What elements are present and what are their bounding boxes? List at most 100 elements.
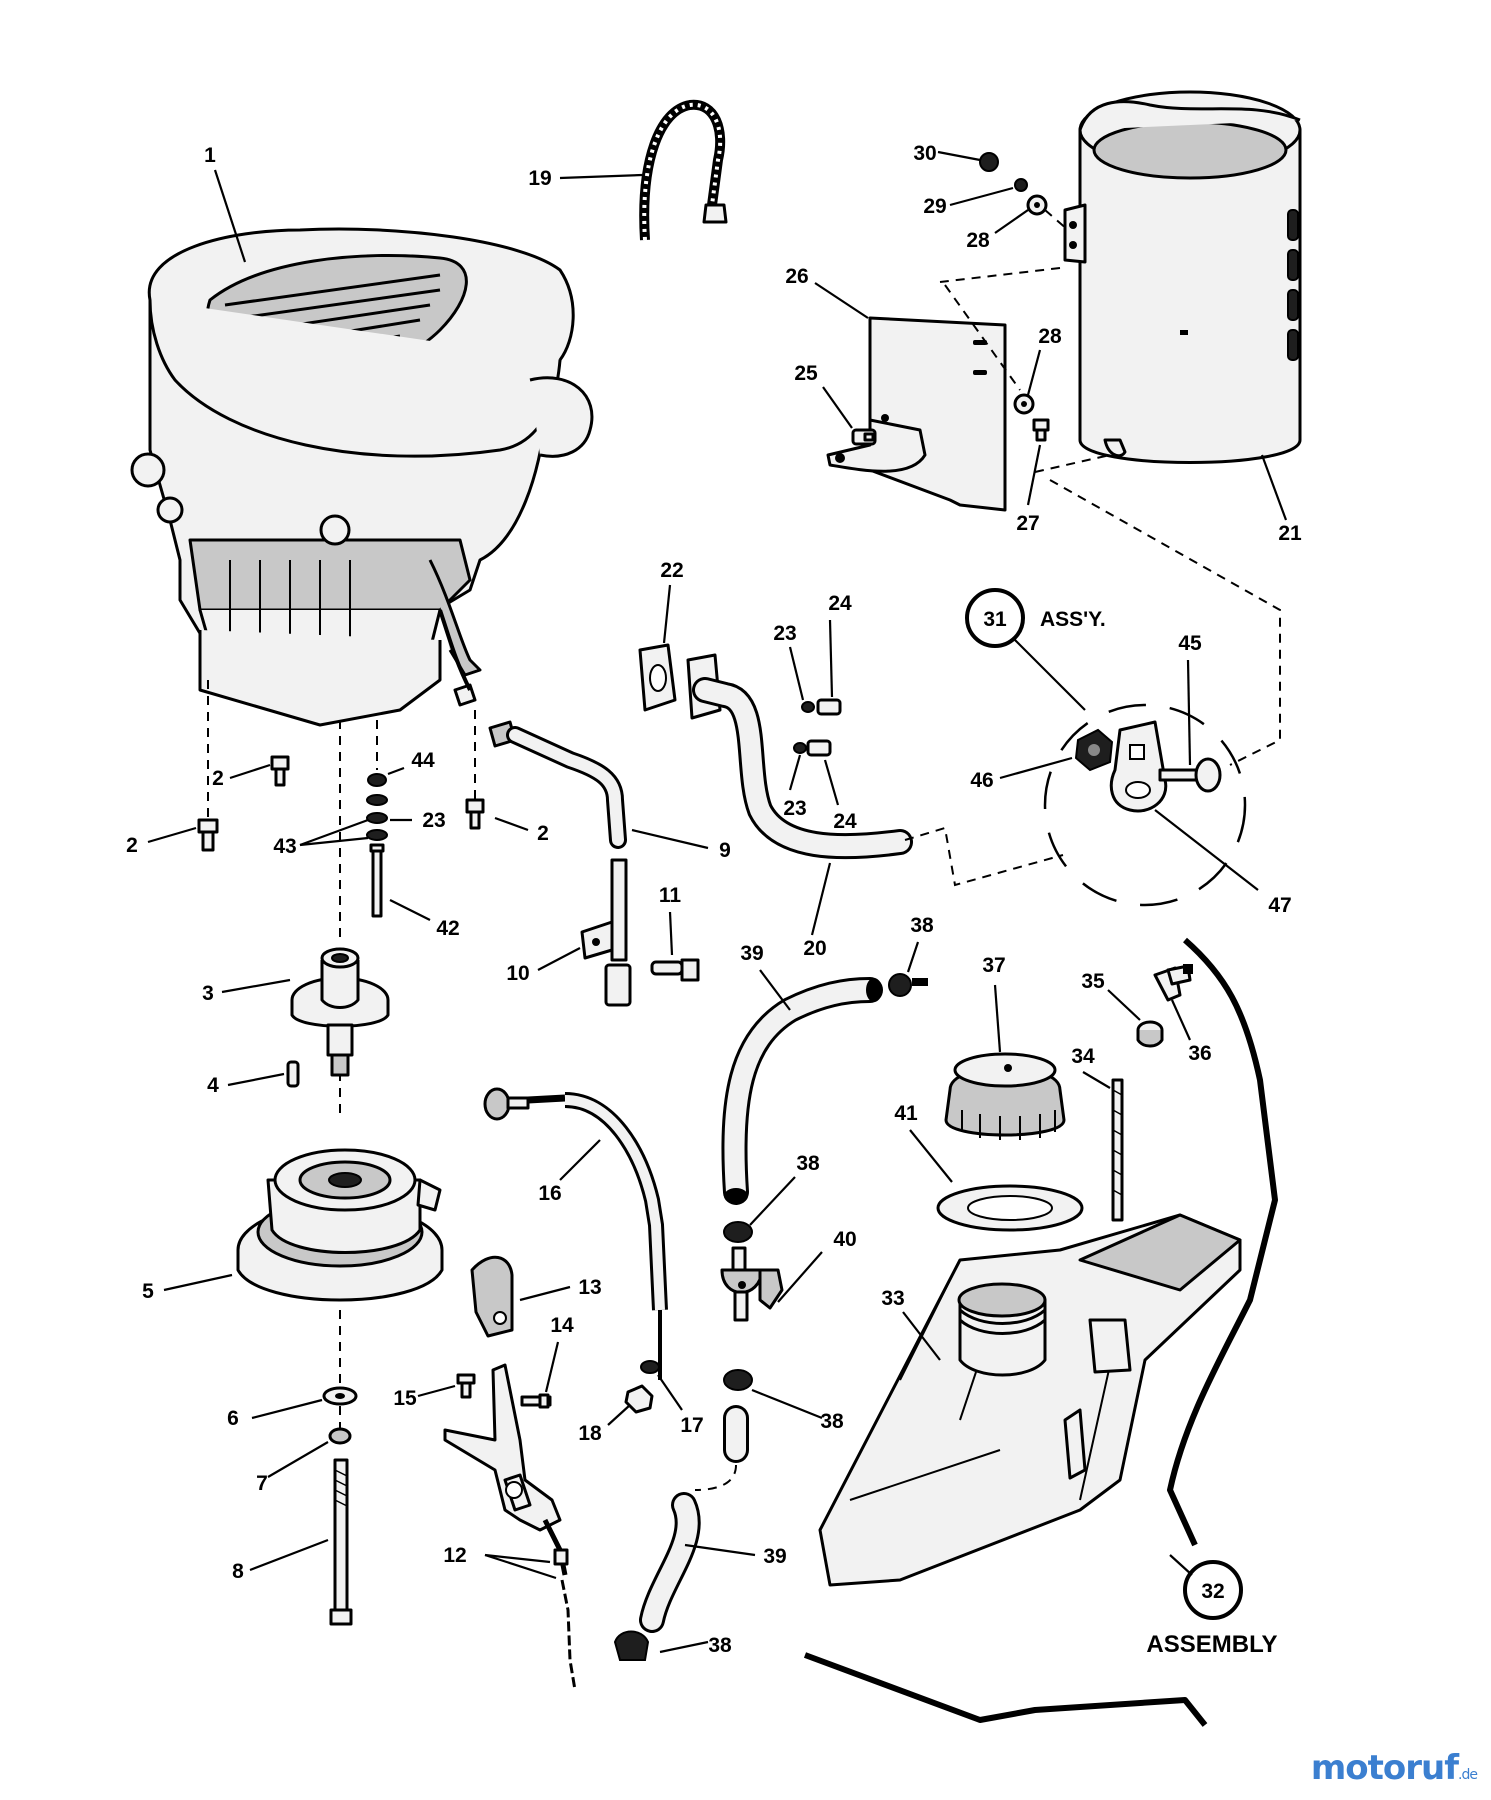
shutoff-valve-part-40 xyxy=(720,1246,784,1322)
label-21: 21 xyxy=(1278,522,1302,545)
label-7: 7 xyxy=(256,1472,268,1495)
label-38b: 38 xyxy=(796,1152,820,1175)
label-28a: 28 xyxy=(966,229,990,252)
label-17: 17 xyxy=(680,1414,703,1437)
label-23a: 23 xyxy=(422,809,445,832)
label-42: 42 xyxy=(436,917,459,940)
label-2b: 2 xyxy=(126,834,138,857)
exhaust-bolts-parts xyxy=(793,698,842,757)
bolt-part-2c xyxy=(465,798,485,830)
label-23b: 23 xyxy=(773,622,796,645)
assembly-32-text: ASSEMBLY xyxy=(1146,1631,1277,1658)
watermark-logo: motoruf.de xyxy=(1310,1748,1478,1788)
label-31: 31 xyxy=(983,608,1007,631)
label-15: 15 xyxy=(393,1387,417,1410)
grommet-part-35 xyxy=(1136,1020,1164,1048)
hose-clamp-part-38b xyxy=(723,1221,753,1243)
washer-stack-parts xyxy=(366,773,388,918)
label-41: 41 xyxy=(894,1102,918,1125)
engine-part-1 xyxy=(130,227,594,727)
label-4: 4 xyxy=(207,1074,219,1097)
bracket-part-26 xyxy=(826,316,1007,512)
pulley-part-3 xyxy=(290,947,390,1077)
label-27: 27 xyxy=(1016,512,1039,535)
bolt-part-25 xyxy=(851,428,877,446)
clamp-part-47 xyxy=(1109,720,1168,813)
fuel-tank-part-33 xyxy=(818,1213,1242,1587)
bolt-part-27 xyxy=(1032,418,1050,442)
screw-part-11 xyxy=(650,958,700,982)
label-18: 18 xyxy=(578,1422,602,1445)
label-45: 45 xyxy=(1178,632,1202,655)
screw-part-14 xyxy=(520,1393,552,1409)
label-1: 1 xyxy=(204,144,216,167)
label-46: 46 xyxy=(970,769,993,792)
elbow-fitting-part-36 xyxy=(1153,964,1193,1002)
label-33: 33 xyxy=(881,1287,904,1310)
label-32: 32 xyxy=(1201,1580,1224,1603)
key-part-4 xyxy=(286,1060,300,1088)
label-13: 13 xyxy=(578,1276,601,1299)
nut-part-18 xyxy=(624,1384,654,1414)
label-29: 29 xyxy=(923,195,946,218)
callout-32: 32 ASSEMBLY xyxy=(1146,1554,1278,1658)
label-30: 30 xyxy=(913,142,936,165)
label-39b: 39 xyxy=(763,1545,786,1568)
label-6: 6 xyxy=(227,1407,239,1430)
label-44: 44 xyxy=(411,749,435,772)
label-38a: 38 xyxy=(910,914,934,937)
assy-31-text: ASS'Y. xyxy=(1040,608,1106,631)
label-14: 14 xyxy=(550,1314,574,1337)
label-34: 34 xyxy=(1071,1045,1095,1068)
washer-part-28b xyxy=(1013,393,1035,415)
lever-assembly-part-12 xyxy=(443,1363,577,1691)
watermark-main: motoruf xyxy=(1310,1748,1459,1788)
label-43: 43 xyxy=(273,835,296,858)
hose-clamp-part-38d xyxy=(613,1630,650,1661)
hose-clamp-part-38a xyxy=(888,973,928,997)
tube-part-34 xyxy=(1111,1078,1124,1222)
screw-part-15 xyxy=(456,1373,476,1399)
bolt-part-2a xyxy=(270,755,290,787)
fuel-pipe-part-10 xyxy=(580,858,632,1007)
lockwasher-part-7 xyxy=(328,1427,352,1445)
label-26: 26 xyxy=(785,265,808,288)
cable-part-16 xyxy=(483,1087,668,1380)
nut-part-46 xyxy=(1074,728,1114,772)
fuel-hose-part-39b xyxy=(639,1405,749,1633)
label-38d: 38 xyxy=(708,1634,732,1657)
callout-31: 31 ASS'Y. xyxy=(965,588,1247,907)
gasket-part-41 xyxy=(936,1184,1084,1232)
label-2c: 2 xyxy=(537,822,549,845)
label-16: 16 xyxy=(538,1182,561,1205)
gasket-part-22 xyxy=(638,643,677,712)
label-23c: 23 xyxy=(783,797,806,820)
bolt-part-45 xyxy=(1158,757,1222,793)
fuel-cap-part-37 xyxy=(944,1052,1066,1140)
label-9: 9 xyxy=(719,839,731,862)
label-28b: 28 xyxy=(1038,325,1062,348)
label-24a: 24 xyxy=(828,592,852,615)
label-11: 11 xyxy=(659,884,682,907)
label-10: 10 xyxy=(506,962,529,985)
knob-part-13 xyxy=(470,1255,514,1338)
label-36: 36 xyxy=(1188,1042,1211,1065)
label-47: 47 xyxy=(1268,894,1291,917)
label-25: 25 xyxy=(794,362,818,385)
label-38c: 38 xyxy=(820,1410,844,1433)
label-22: 22 xyxy=(660,559,683,582)
fuel-hose-part-39a xyxy=(721,977,883,1205)
clutch-part-5 xyxy=(236,1148,444,1302)
label-19: 19 xyxy=(528,167,551,190)
label-20: 20 xyxy=(803,937,826,960)
label-37: 37 xyxy=(982,954,1005,977)
label-40: 40 xyxy=(833,1228,856,1251)
label-35: 35 xyxy=(1081,970,1105,993)
bolt-part-8 xyxy=(329,1458,353,1626)
label-39a: 39 xyxy=(740,942,763,965)
grommet-part-17 xyxy=(640,1360,660,1374)
watermark-sub: .de xyxy=(1458,1767,1478,1783)
ground-strap-part-19 xyxy=(639,99,728,241)
washer-part-28a xyxy=(1026,194,1048,216)
